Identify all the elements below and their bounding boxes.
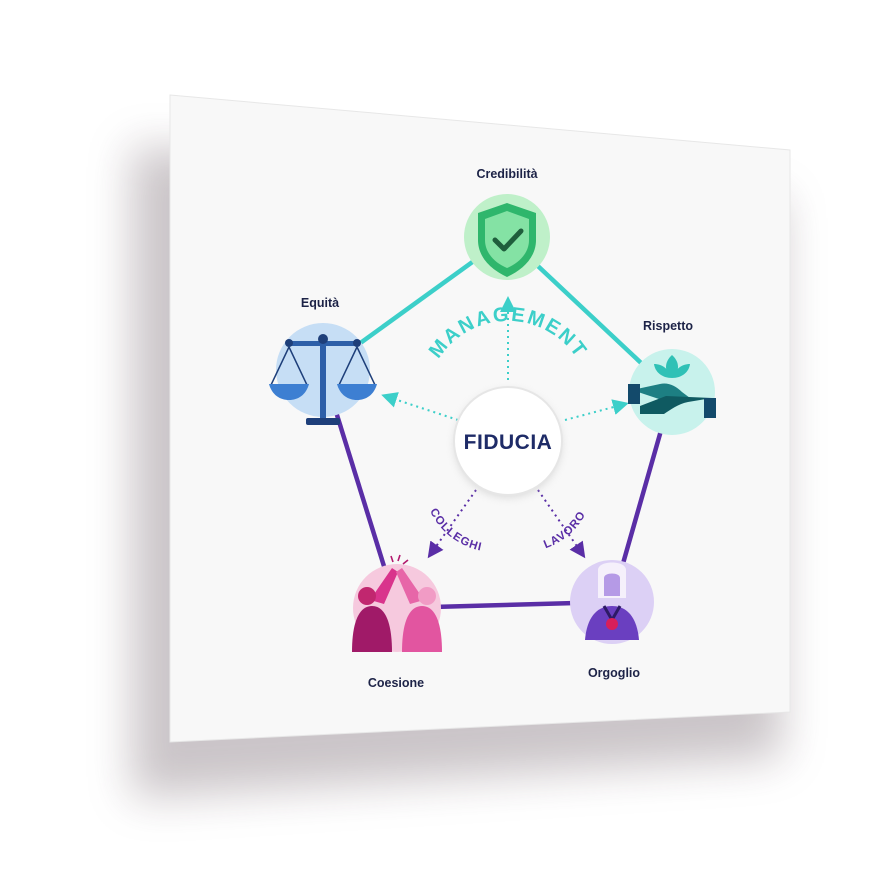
node-orgoglio: Orgoglio: [570, 560, 654, 680]
hands-plant-icon: [628, 355, 716, 418]
node-label-rispetto: Rispetto: [643, 319, 693, 333]
relation-arrows: [381, 296, 629, 559]
center-label: FIDUCIA: [464, 431, 553, 454]
shield-check-icon: [478, 203, 536, 277]
node-label-coesione: Coesione: [368, 676, 424, 690]
node-label-orgoglio: Orgoglio: [588, 666, 640, 680]
node-rispetto: Rispetto: [628, 319, 716, 435]
node-credibilita: Credibilità: [464, 167, 550, 280]
center-node: FIDUCIA: [453, 386, 563, 498]
high-five-icon: [352, 554, 442, 652]
node-label-credibilita: Credibilità: [476, 167, 537, 181]
node-coesione: Coesione: [352, 554, 442, 690]
scales-icon: [269, 334, 377, 425]
node-equita: Equità: [269, 296, 377, 425]
person-medal-icon: [585, 562, 639, 640]
node-label-equita: Equità: [301, 296, 339, 310]
